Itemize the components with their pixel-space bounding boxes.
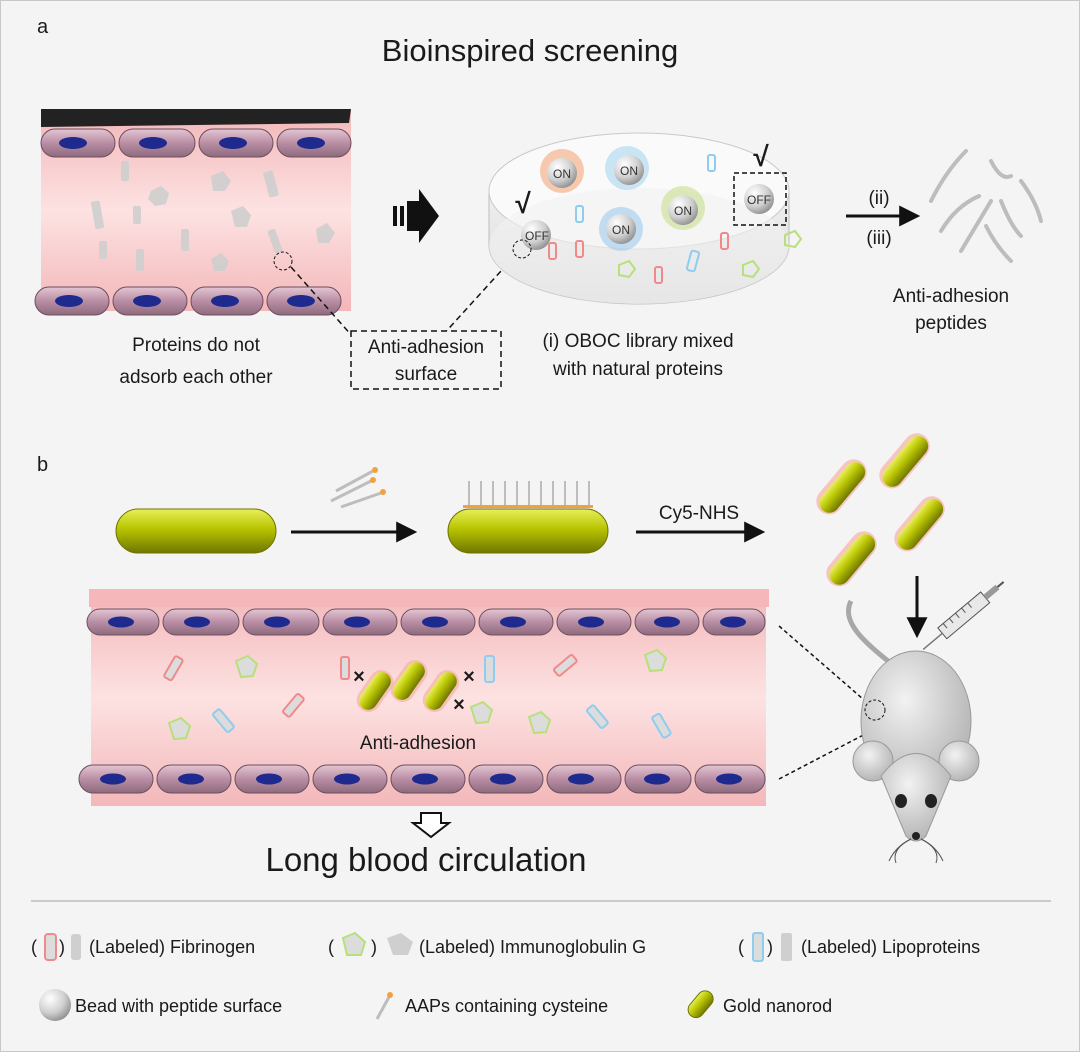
- mouse-icon: [845, 599, 980, 864]
- cross-mark-1: ×: [353, 666, 365, 688]
- endothelial-cells-top-b: [86, 608, 766, 636]
- surface-box-line1: Anti-adhesion: [368, 337, 484, 358]
- endothelial-cells-bottom-b: [78, 764, 766, 794]
- fibrinogen-icon: [71, 934, 81, 960]
- endothelial-cells-bottom-a: [34, 286, 342, 316]
- bead-on-1-label: ON: [553, 167, 571, 181]
- check-mark-left: √: [515, 188, 531, 219]
- lipoprotein-labeled-icon: [752, 932, 764, 962]
- legend-paren-close: ): [767, 937, 773, 957]
- legend-nanorod: Gold nanorod: [687, 990, 832, 1019]
- gold-nanorod-bare: [115, 508, 277, 554]
- vessel-caption-line1: Proteins do not: [132, 335, 261, 356]
- lipoprotein-icon: [781, 933, 792, 961]
- zoom-circle-a: [273, 251, 293, 271]
- legend-fibrinogen-label: (Labeled) Fibrinogen: [89, 937, 255, 957]
- bead-on-3-label: ON: [612, 223, 630, 237]
- dish-caption-line2: with natural proteins: [552, 359, 723, 380]
- igg-icon: [387, 933, 413, 955]
- labeled-nanorods: [816, 433, 945, 587]
- peptides-label-line1: Anti-adhesion: [893, 286, 1009, 307]
- bead-off-left: OFF: [512, 220, 551, 259]
- dish-caption-line1: (i) OBOC library mixed: [542, 331, 733, 352]
- bead-off-right: OFF: [733, 172, 787, 226]
- blood-vessel-a: [34, 109, 352, 316]
- petri-dish: ON ON ON ON OFF OFF √ √: [488, 132, 803, 305]
- panel-b-letter: b: [37, 454, 48, 476]
- bead-on-4-label: ON: [674, 204, 692, 218]
- nanorods-in-vessel: [356, 659, 460, 713]
- legend-igg-label: (Labeled) Immunoglobulin G: [419, 937, 646, 957]
- fibrinogen-labeled-icon: [44, 933, 57, 961]
- bead-on-2-label: ON: [620, 164, 638, 178]
- legend-lipoproteins: ( ) (Labeled) Lipoproteins: [738, 932, 980, 962]
- peptides-icon: [929, 149, 1043, 263]
- bead-off-right-label: OFF: [747, 193, 771, 207]
- process-arrow-icon: [393, 189, 439, 243]
- cross-mark-2: ×: [463, 666, 475, 688]
- legend-fibrinogen: ( ) (Labeled) Fibrinogen: [31, 933, 255, 961]
- anti-adhesion-surface-box: [350, 330, 502, 390]
- step-ii-label: (ii): [868, 188, 889, 209]
- anti-adhesion-label: Anti-adhesion: [360, 733, 476, 754]
- igg-labeled-icon: [341, 931, 367, 956]
- aap-molecules-icon: [330, 467, 386, 509]
- legend-aaps: AAPs containing cysteine: [375, 992, 608, 1020]
- blood-vessel-b: × × × Anti-adhesion: [78, 589, 769, 806]
- proteins-a: [90, 161, 335, 271]
- step-iii-label: (iii): [866, 228, 891, 249]
- result-arrow-icon: [410, 812, 452, 839]
- legend-bead-label: Bead with peptide surface: [75, 996, 282, 1016]
- bead-icon: [39, 989, 71, 1021]
- aap-icon: [375, 996, 391, 1020]
- panel-a-letter: a: [37, 16, 49, 38]
- legend-paren-open: (: [31, 937, 37, 957]
- endothelial-cells-top-a: [40, 128, 352, 158]
- bead-off-left-label: OFF: [525, 229, 549, 243]
- proteins-b: [163, 648, 672, 741]
- reagent-label: Cy5-NHS: [659, 503, 739, 524]
- cross-mark-3: ×: [453, 694, 465, 716]
- check-mark-right: √: [753, 141, 769, 172]
- bead-on-2: ON: [605, 146, 649, 190]
- legend-lipoproteins-label: (Labeled) Lipoproteins: [801, 937, 980, 957]
- panel-a-title: Bioinspired screening: [382, 33, 678, 68]
- bead-on-4: ON: [661, 186, 705, 230]
- legend-paren-open: (: [328, 937, 334, 957]
- legend-bead: Bead with peptide surface: [39, 989, 282, 1021]
- result-label: Long blood circulation: [265, 841, 586, 878]
- legend-paren-close: ): [59, 937, 65, 957]
- callout-line-mouse-top: [778, 625, 872, 707]
- legend-paren-close: ): [371, 937, 377, 957]
- bead-on-1: ON: [540, 149, 584, 193]
- surface-box-line2: surface: [395, 364, 457, 385]
- legend-igg: ( ) (Labeled) Immunoglobulin G: [328, 931, 646, 957]
- legend: ( ) (Labeled) Fibrinogen ( ) (Labeled) I…: [31, 931, 980, 1021]
- syringe-icon: [922, 581, 1005, 650]
- peptides-label-line2: peptides: [915, 313, 987, 334]
- legend-nanorod-label: Gold nanorod: [723, 996, 832, 1016]
- vessel-caption-line2: adsorb each other: [119, 367, 273, 388]
- nanorod-icon: [687, 990, 714, 1019]
- legend-paren-open: (: [738, 937, 744, 957]
- gold-nanorod-coated: [447, 481, 609, 554]
- legend-aaps-label: AAPs containing cysteine: [405, 996, 608, 1016]
- callout-line-left: [290, 266, 354, 338]
- callout-line-mouse-bottom: [778, 730, 872, 780]
- bead-on-3: ON: [599, 207, 643, 251]
